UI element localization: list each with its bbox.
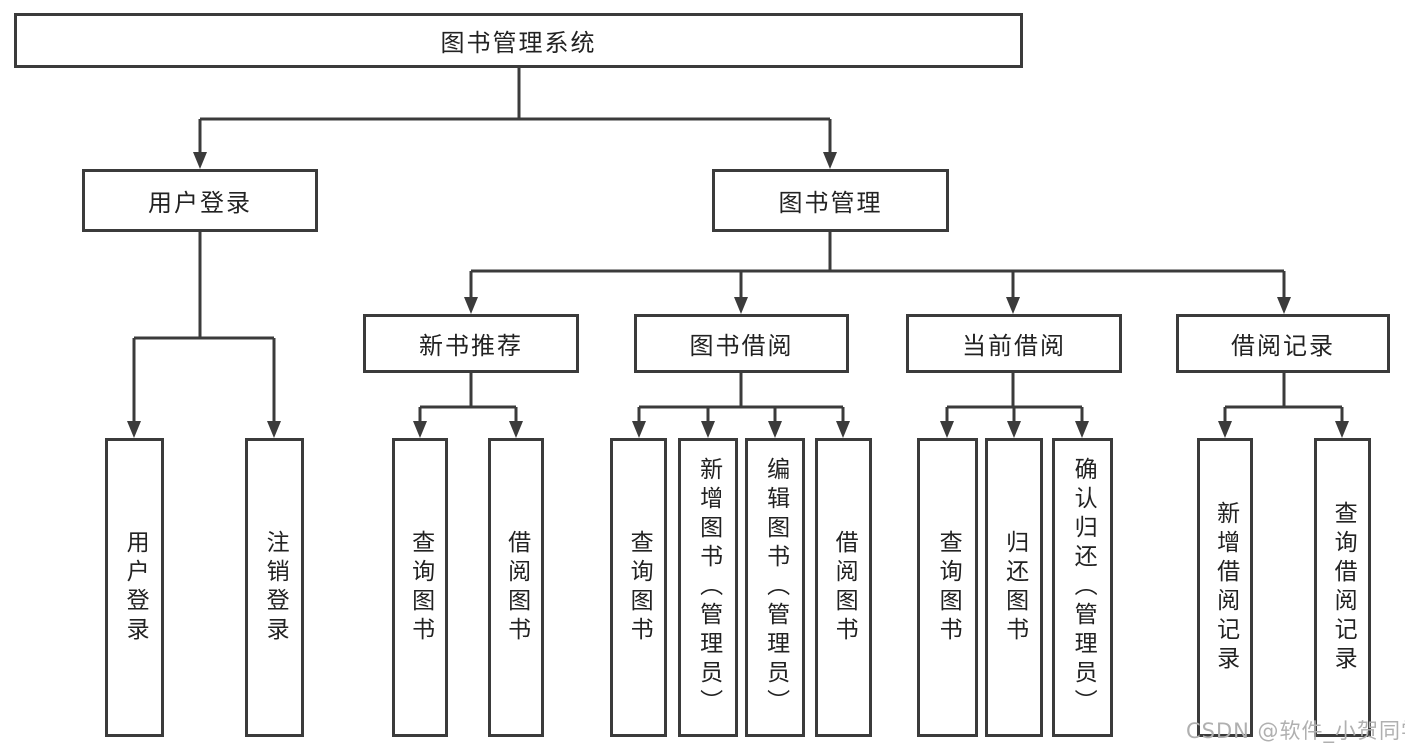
tree-edges — [132, 67, 1344, 423]
node-label: 查询图书 — [935, 529, 962, 646]
node-label: 查询图书 — [626, 529, 653, 646]
node-add-borrow-record: 新增借阅记录 — [1197, 438, 1253, 737]
node-label: 确认归还（管理员） — [1070, 457, 1097, 718]
node-new-book-recommendation: 新书推荐 — [363, 314, 579, 373]
node-label: 归还图书 — [1001, 529, 1028, 646]
node-query-books-recommendation: 查询图书 — [392, 438, 448, 737]
node-book-borrowing: 图书借阅 — [634, 314, 849, 373]
node-query-books-current: 查询图书 — [917, 438, 978, 737]
node-label: 借阅记录 — [1231, 332, 1335, 360]
node-add-books-admin: 新增图书（管理员） — [678, 438, 738, 737]
node-borrow-books-recommendation: 借阅图书 — [488, 438, 544, 737]
node-query-borrow-record: 查询借阅记录 — [1314, 438, 1371, 737]
node-query-books-borrowing: 查询图书 — [610, 438, 667, 737]
node-label: 查询借阅记录 — [1330, 500, 1357, 675]
node-label: 查询图书 — [407, 529, 434, 646]
node-label: 图书借阅 — [689, 332, 794, 360]
node-label: 借阅图书 — [831, 529, 858, 646]
node-label: 新增借阅记录 — [1212, 500, 1239, 675]
node-label: 编辑图书（管理员） — [762, 457, 789, 718]
node-label: 图书管理 — [778, 189, 883, 217]
node-user-login-leaf: 用户登录 — [105, 438, 164, 737]
node-user-login: 用户登录 — [82, 169, 318, 232]
node-borrow-books-leaf: 借阅图书 — [815, 438, 872, 737]
node-label: 新增图书（管理员） — [695, 457, 722, 718]
csdn-watermark: CSDN @软件_小贺同学 — [1186, 719, 1405, 743]
node-label: 当前借阅 — [962, 332, 1066, 360]
node-book-management: 图书管理 — [712, 169, 949, 232]
node-label: 新书推荐 — [419, 332, 523, 360]
node-return-books: 归还图书 — [985, 438, 1043, 737]
node-logout-leaf: 注销登录 — [245, 438, 304, 737]
node-current-borrowing: 当前借阅 — [906, 314, 1122, 373]
node-library-management-system: 图书管理系统 — [14, 13, 1023, 68]
node-label: 图书管理系统 — [440, 29, 597, 57]
node-borrowing-records: 借阅记录 — [1176, 314, 1390, 373]
node-label: 用户登录 — [148, 189, 252, 217]
node-label: 借阅图书 — [503, 529, 530, 646]
node-label: 注销登录 — [262, 529, 289, 646]
node-label: 用户登录 — [122, 529, 149, 646]
node-edit-books-admin: 编辑图书（管理员） — [745, 438, 805, 737]
node-confirm-return-admin: 确认归还（管理员） — [1052, 438, 1113, 737]
